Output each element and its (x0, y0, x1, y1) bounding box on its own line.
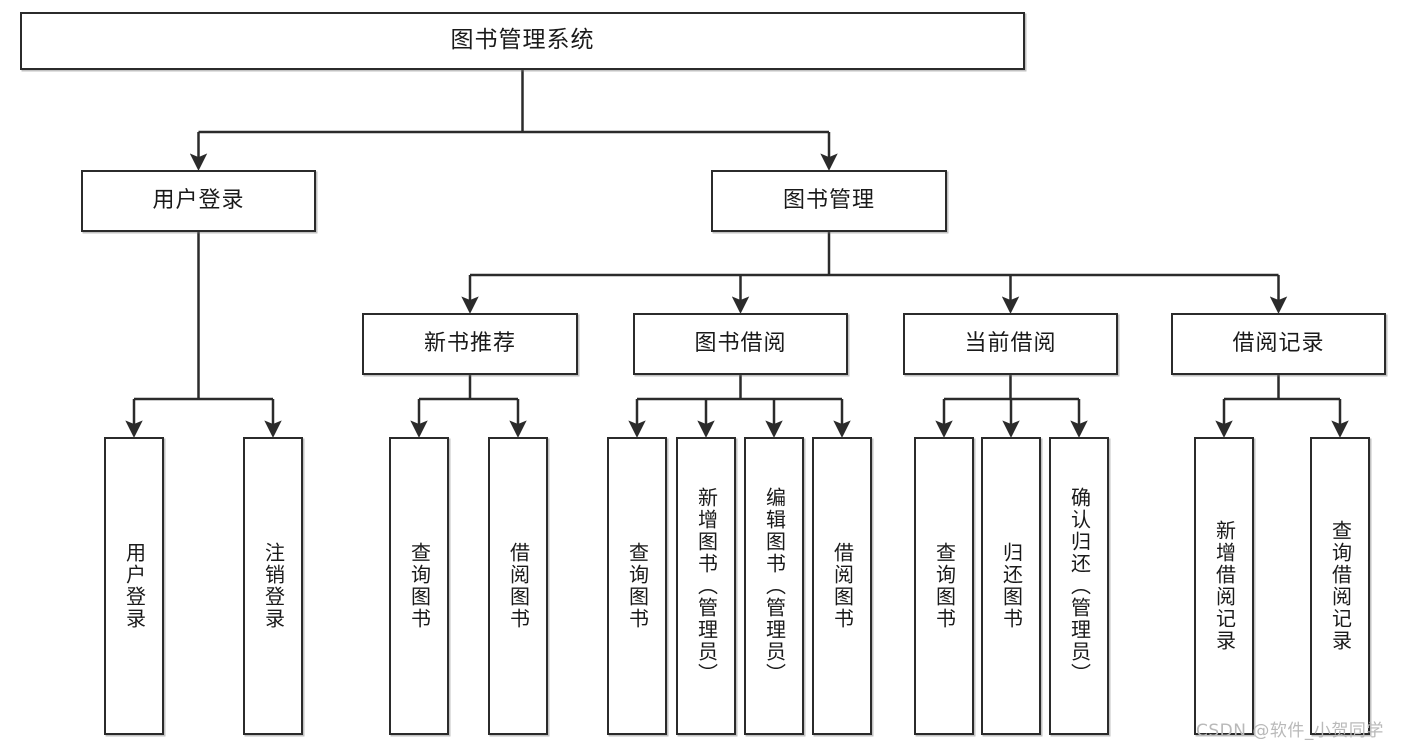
node-label: 新增图书（管理员） (694, 487, 719, 685)
node-login[interactable]: 用户登录 (81, 170, 316, 232)
node-label: 注销登录 (261, 542, 286, 630)
node-label: 新增借阅记录 (1212, 520, 1237, 652)
node-leaf-bw-add[interactable]: 新增图书（管理员） (676, 437, 736, 735)
node-leaf-bw-edt[interactable]: 编辑图书（管理员） (744, 437, 804, 735)
node-label: 确认归还（管理员） (1067, 487, 1092, 685)
node-newbook[interactable]: 新书推荐 (362, 313, 578, 375)
node-label: 新书推荐 (423, 330, 516, 356)
node-label: 查询图书 (625, 542, 650, 630)
node-label: 图书借阅 (694, 330, 787, 356)
node-label: 用户登录 (122, 542, 147, 630)
node-label: 当前借阅 (964, 330, 1057, 356)
node-label: 查询图书 (407, 542, 432, 630)
node-leaf-cu-ret[interactable]: 归还图书 (981, 437, 1041, 735)
node-label: 编辑图书（管理员） (762, 487, 787, 685)
node-borrow[interactable]: 图书借阅 (633, 313, 848, 375)
node-leaf-bw-brw[interactable]: 借阅图书 (812, 437, 872, 735)
node-label: 查询图书 (932, 542, 957, 630)
node-leaf-cu-cnf[interactable]: 确认归还（管理员） (1049, 437, 1109, 735)
node-label: 归还图书 (999, 542, 1024, 630)
node-root[interactable]: 图书管理系统 (20, 12, 1025, 70)
node-leaf-rc-q[interactable]: 查询借阅记录 (1310, 437, 1370, 735)
node-leaf-nb-b[interactable]: 借阅图书 (488, 437, 548, 735)
node-leaf-logout[interactable]: 注销登录 (243, 437, 303, 735)
node-current[interactable]: 当前借阅 (903, 313, 1118, 375)
node-label: 图书管理 (782, 187, 875, 213)
node-label: 借阅记录 (1232, 330, 1325, 356)
watermark-text: CSDN @软件_小贺同学 (1196, 721, 1384, 741)
node-label: 用户登录 (152, 187, 245, 213)
node-records[interactable]: 借阅记录 (1171, 313, 1386, 375)
node-label: 借阅图书 (830, 542, 855, 630)
node-leaf-login[interactable]: 用户登录 (104, 437, 164, 735)
node-leaf-nb-q[interactable]: 查询图书 (389, 437, 449, 735)
node-label: 借阅图书 (506, 542, 531, 630)
node-leaf-rc-add[interactable]: 新增借阅记录 (1194, 437, 1254, 735)
node-leaf-bw-q[interactable]: 查询图书 (607, 437, 667, 735)
node-label: 查询借阅记录 (1328, 520, 1353, 652)
node-label: 图书管理系统 (450, 27, 595, 54)
node-leaf-cu-q[interactable]: 查询图书 (914, 437, 974, 735)
node-bookmgmt[interactable]: 图书管理 (711, 170, 947, 232)
